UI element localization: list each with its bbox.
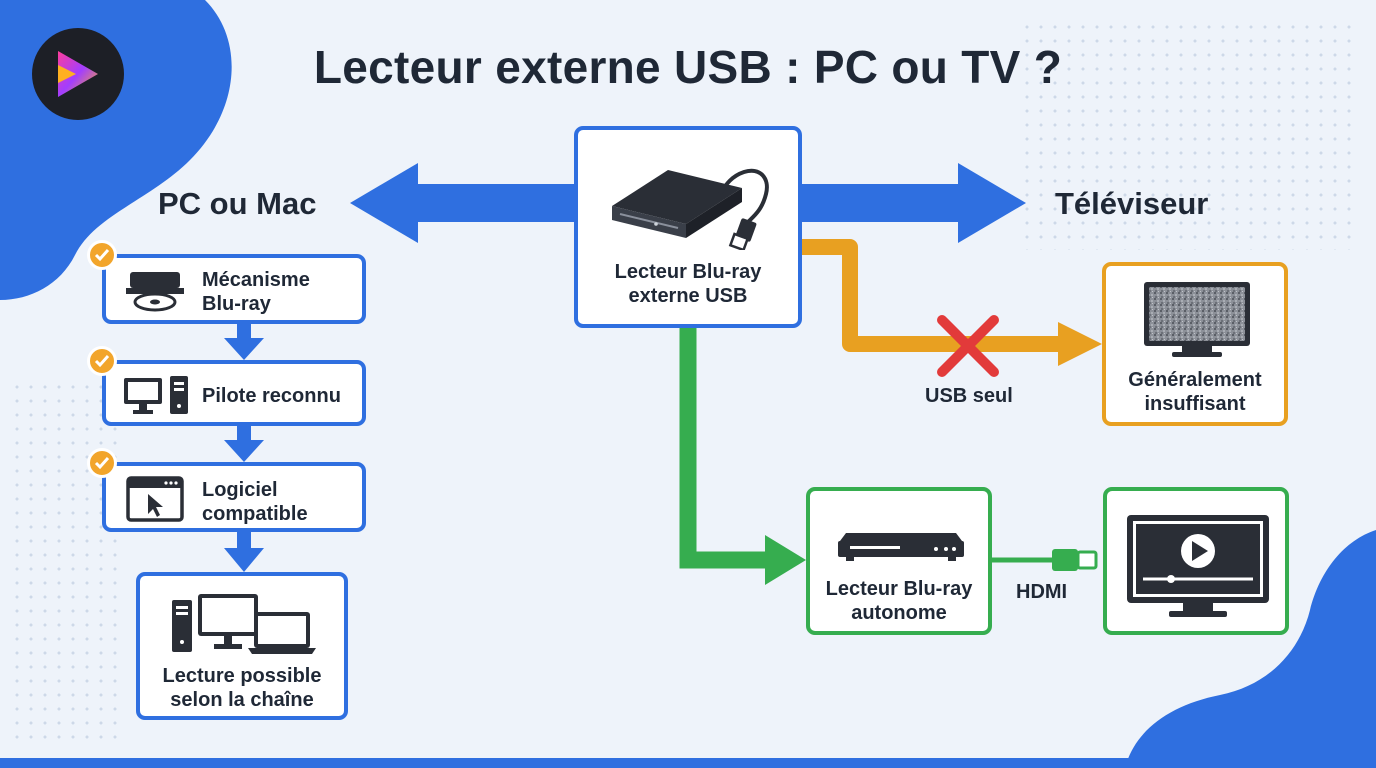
usb-only-path xyxy=(802,239,1062,352)
tv-insufficient-line2: insuffisant xyxy=(1144,393,1246,415)
disc-drive-icon xyxy=(126,272,184,312)
step-label-line1: Mécanisme xyxy=(202,269,310,291)
tv-heading: Téléviseur xyxy=(1055,186,1209,221)
step-label-line2: compatible xyxy=(202,503,308,525)
cross-icon xyxy=(937,315,999,377)
check-icon xyxy=(87,240,117,270)
result-pc-label-line2: selon la chaîne xyxy=(170,689,314,711)
arrow-to-pc xyxy=(415,184,577,222)
dot-pattern xyxy=(10,380,120,740)
tv-play-icon xyxy=(1127,515,1269,617)
usb-only-label: USB seul xyxy=(925,385,1013,407)
app-logo xyxy=(32,28,124,120)
step-arrows xyxy=(224,322,264,572)
external-drive-card: Lecteur Blu-ray externe USB xyxy=(574,126,802,328)
standalone-player-line1: Lecteur Blu-ray xyxy=(825,578,973,600)
desktop-computer-icon xyxy=(124,376,188,414)
dot-pattern xyxy=(1020,20,1360,250)
player-path xyxy=(679,328,770,569)
standalone-player-card: Lecteur Blu-ray autonome xyxy=(806,487,992,635)
tv-static-icon xyxy=(1144,282,1250,357)
tv-playing-card xyxy=(1103,487,1289,635)
page-title: Lecteur externe USB : PC ou TV ? xyxy=(313,41,1063,93)
step-pilote: Pilote reconnu xyxy=(102,360,366,426)
step-logiciel: Logiciel compatible xyxy=(102,462,366,532)
hdmi-plug-icon xyxy=(1052,549,1098,571)
pc-heading: PC ou Mac xyxy=(158,186,317,221)
tv-insufficient-card: Généralement insuffisant xyxy=(1102,262,1288,426)
check-icon xyxy=(87,448,117,478)
external-drive-label-line1: Lecteur Blu-ray xyxy=(614,261,762,283)
arrow-to-tv xyxy=(800,184,962,222)
bottom-bar xyxy=(0,758,1376,768)
check-icon xyxy=(87,346,117,376)
tv-insufficient-line1: Généralement xyxy=(1128,369,1262,391)
standalone-player-line2: autonome xyxy=(851,602,947,624)
external-drive-label-line2: externe USB xyxy=(628,285,748,307)
step-label-line1: Logiciel xyxy=(202,479,278,501)
computer-devices-icon xyxy=(172,594,316,654)
step-mecanisme: Mécanisme Blu-ray xyxy=(102,254,366,324)
corner-blob-bottom-right xyxy=(1125,530,1376,768)
step-label-line1: Pilote reconnu xyxy=(202,385,341,407)
result-pc-label-line1: Lecture possible xyxy=(162,665,322,687)
external-drive-icon xyxy=(612,168,769,250)
bluray-player-icon xyxy=(838,533,964,561)
software-window-icon xyxy=(126,476,184,522)
step-label-line2: Blu-ray xyxy=(202,293,271,315)
hdmi-label: HDMI xyxy=(1016,581,1068,603)
result-pc-card: Lecture possible selon la chaîne xyxy=(136,572,348,720)
